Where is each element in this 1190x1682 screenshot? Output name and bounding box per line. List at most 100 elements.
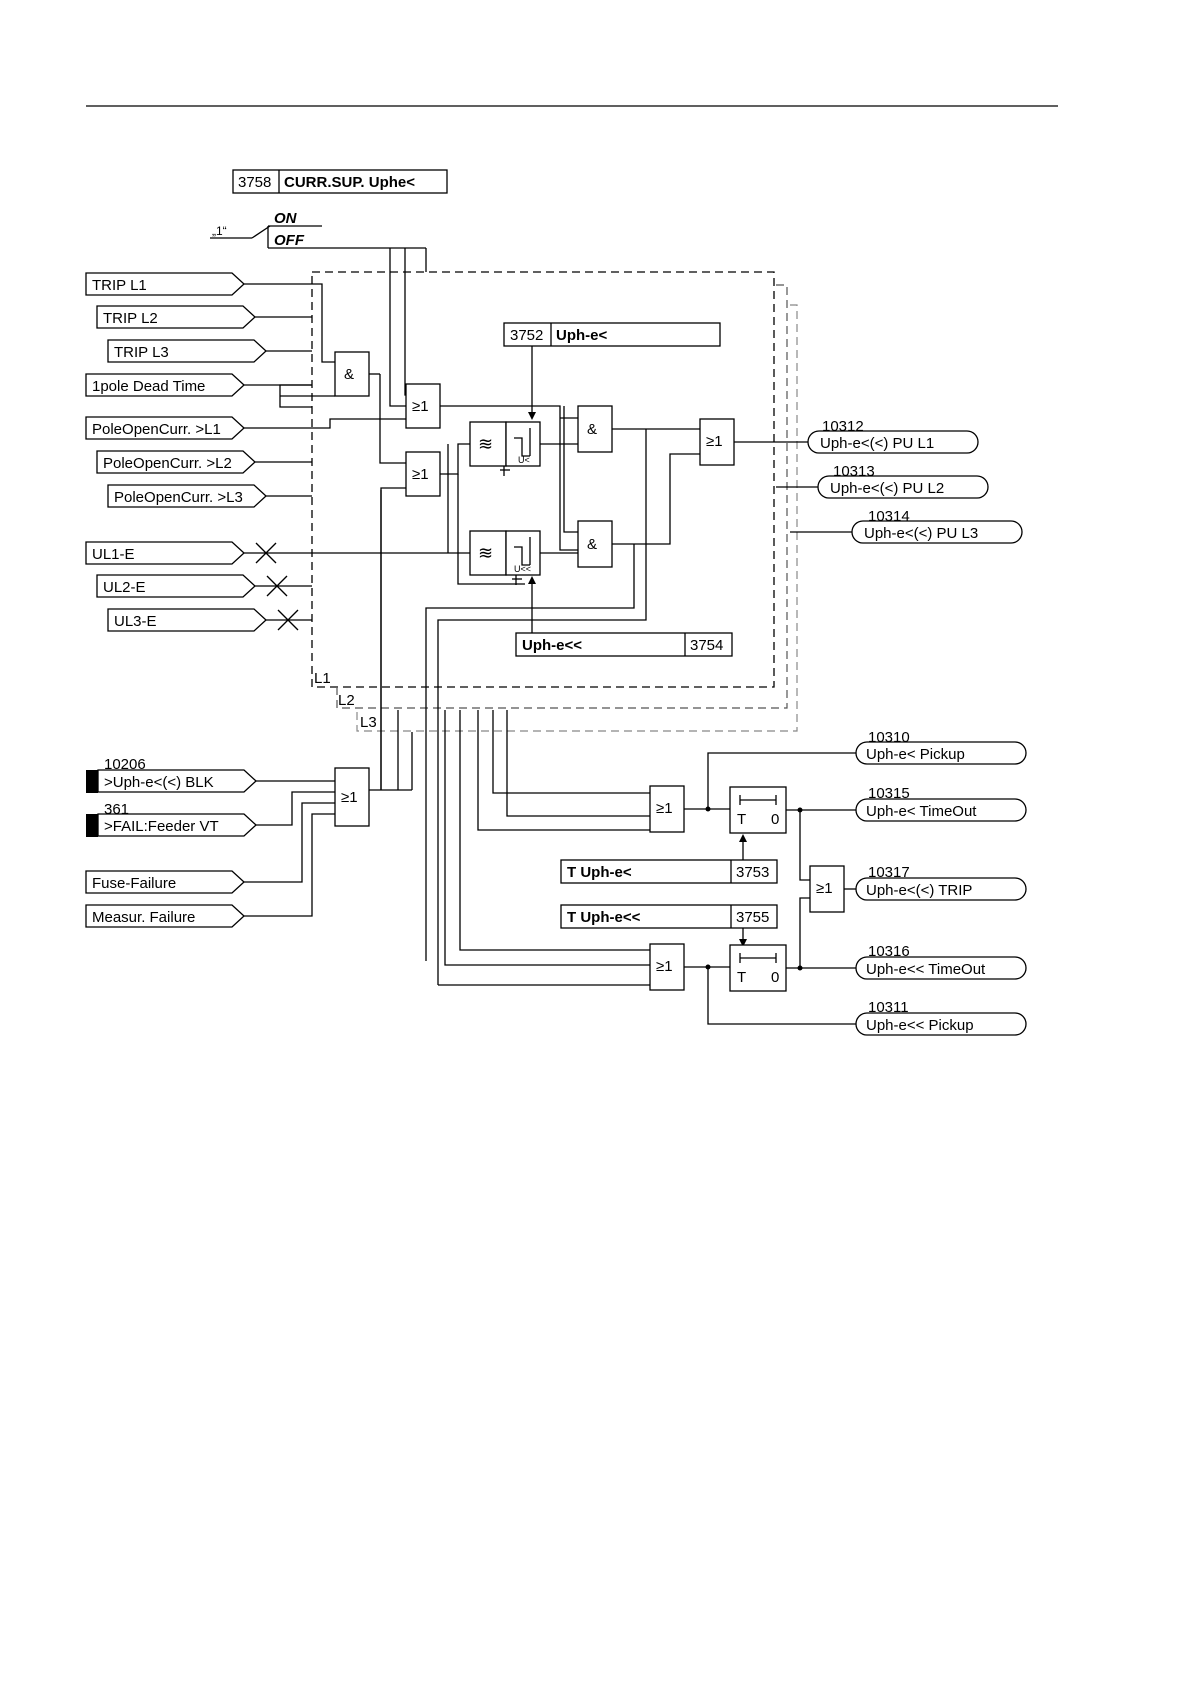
t-uphe-low-label: T Uph-e< xyxy=(567,864,632,881)
timeout-label: Uph-e< TimeOut xyxy=(866,803,977,820)
or-gate-1 xyxy=(405,383,441,429)
input-poc-l1: PoleOpenCurr. >L1 xyxy=(85,416,245,440)
or-gate-pu xyxy=(699,418,735,466)
input-dead-time-label: 1pole Dead Time xyxy=(92,378,205,395)
const-one-label: „1“ xyxy=(212,224,227,238)
phase-box-l2 xyxy=(336,284,788,709)
pu-l2-label: Uph-e<(<) PU L2 xyxy=(830,480,944,497)
output-trip: 10317 Uph-e<(<) TRIP xyxy=(855,864,1027,901)
timeout2-label: Uph-e<< TimeOut xyxy=(866,961,986,978)
and-gate-trip-label: & xyxy=(344,366,354,383)
phase-box-l3 xyxy=(356,304,798,732)
output-timeout2: 10316 Uph-e<< TimeOut xyxy=(855,943,1027,980)
uphe-low-label: Uph-e< xyxy=(556,327,607,344)
input-ul3: UL3-E xyxy=(107,608,267,632)
output-pu-l1: 10312 Uph-e<(<) PU L1 xyxy=(807,418,979,454)
timer-lowlow-t: T xyxy=(737,969,746,986)
t-uphe-lowlow-addr: 3755 xyxy=(736,909,769,926)
phase-box-l1 xyxy=(311,271,775,688)
input-ul2-label: UL2-E xyxy=(103,579,146,596)
trip-label: Uph-e<(<) TRIP xyxy=(866,882,972,899)
input-blk: 10206 >Uph-e<(<) BLK xyxy=(86,756,257,793)
input-fail: 361 >FAIL:Feeder VT xyxy=(86,801,257,837)
timeout2-no: 10316 xyxy=(868,943,910,960)
u-lowlow-label: U<< xyxy=(514,564,531,574)
output-pickup2: 10311 Uph-e<< Pickup xyxy=(855,999,1027,1036)
phase-l3-label: L3 xyxy=(360,714,377,731)
phase-l1-label: L1 xyxy=(314,670,331,687)
measure-block-low: ≋ U< xyxy=(469,421,541,467)
input-trip-l1-label: TRIP L1 xyxy=(92,277,147,294)
curr-sup-addr: 3758 xyxy=(238,174,271,191)
input-poc-l2: PoleOpenCurr. >L2 xyxy=(96,450,256,474)
setting-uphe-lowlow: Uph-e<< 3754 xyxy=(515,632,733,657)
input-poc-l1-label: PoleOpenCurr. >L1 xyxy=(92,421,221,438)
input-ul2: UL2-E xyxy=(96,574,256,598)
fuse-label: Fuse-Failure xyxy=(92,875,176,892)
or-gate-pickup xyxy=(649,785,685,833)
u-low-label: U< xyxy=(518,455,530,465)
or-gate-block xyxy=(334,767,370,827)
input-dead-time: 1pole Dead Time xyxy=(85,373,245,397)
on-off-switch: „1“ ON OFF xyxy=(210,210,427,272)
and-gate-low-label: & xyxy=(587,421,597,438)
input-poc-l3-label: PoleOpenCurr. >L3 xyxy=(114,489,243,506)
output-pickup: 10310 Uph-e< Pickup xyxy=(855,729,1027,765)
input-ul3-label: UL3-E xyxy=(114,613,157,630)
input-fuse: Fuse-Failure xyxy=(85,870,245,894)
or-gate-pickup-label: ≥1 xyxy=(656,800,673,817)
blk-label: >Uph-e<(<) BLK xyxy=(104,774,214,791)
or-gate-lowlow-label: ≥1 xyxy=(656,958,673,975)
timeout-no: 10315 xyxy=(868,785,910,802)
filter-icon: ≋ xyxy=(478,543,493,563)
input-trip-l1: TRIP L1 xyxy=(85,272,245,296)
timer-low-t: T xyxy=(737,811,746,828)
output-pu-l2: 10313 Uph-e<(<) PU L2 xyxy=(817,463,989,499)
and-gate-lowlow xyxy=(577,520,613,568)
cross-ul3 xyxy=(277,609,299,631)
output-pu-l3: 10314 Uph-e<(<) PU L3 xyxy=(851,508,1023,544)
switch-on-label: ON xyxy=(274,210,298,227)
pickup-label: Uph-e< Pickup xyxy=(866,746,965,763)
input-trip-l3: TRIP L3 xyxy=(107,339,267,363)
output-timeout: 10315 Uph-e< TimeOut xyxy=(855,785,1027,822)
pu-l3-label: Uph-e<(<) PU L3 xyxy=(864,525,978,542)
fail-label: >FAIL:Feeder VT xyxy=(104,818,219,835)
cross-ul1 xyxy=(255,542,277,564)
input-trip-l3-label: TRIP L3 xyxy=(114,344,169,361)
setting-curr-sup: 3758 CURR.SUP. Uphe< xyxy=(232,169,448,194)
timer-low: T 0 xyxy=(729,786,787,834)
timer-lowlow-zero: 0 xyxy=(771,969,779,986)
pickup2-no: 10311 xyxy=(868,999,909,1016)
and-gate-low xyxy=(577,405,613,453)
curr-sup-label: CURR.SUP. Uphe< xyxy=(284,174,415,191)
pickup2-label: Uph-e<< Pickup xyxy=(866,1017,974,1034)
uphe-lowlow-addr: 3754 xyxy=(690,637,723,654)
input-measur: Measur. Failure xyxy=(85,904,245,928)
uphe-low-addr: 3752 xyxy=(510,327,543,344)
timer-lowlow: T 0 xyxy=(729,944,787,992)
setting-uphe-low: 3752 Uph-e< xyxy=(503,322,721,347)
input-ul1-label: UL1-E xyxy=(92,546,135,563)
filter-icon: ≋ xyxy=(478,434,493,454)
setting-t-uphe-lowlow: T Uph-e<< 3755 xyxy=(560,904,778,929)
or-gate-pu-label: ≥1 xyxy=(706,433,723,450)
timer-low-zero: 0 xyxy=(771,811,779,828)
cross-ul2 xyxy=(266,575,288,597)
pu-l1-label: Uph-e<(<) PU L1 xyxy=(820,435,934,452)
measure-block-lowlow: ≋ U<< xyxy=(469,530,541,576)
input-trip-l2: TRIP L2 xyxy=(96,305,256,329)
switch-off-label: OFF xyxy=(274,232,305,249)
input-poc-l3: PoleOpenCurr. >L3 xyxy=(107,484,267,508)
t-uphe-lowlow-label: T Uph-e<< xyxy=(567,909,641,926)
measur-label: Measur. Failure xyxy=(92,909,195,926)
or-gate-block-label: ≥1 xyxy=(341,789,358,806)
or-gate-1-label: ≥1 xyxy=(412,398,429,415)
trip-no: 10317 xyxy=(868,864,910,881)
uphe-lowlow-label: Uph-e<< xyxy=(522,637,582,654)
blk-no: 10206 xyxy=(104,756,146,773)
phase-l2-label: L2 xyxy=(338,692,355,709)
input-ul1: UL1-E xyxy=(85,541,245,565)
input-poc-l2-label: PoleOpenCurr. >L2 xyxy=(103,455,232,472)
